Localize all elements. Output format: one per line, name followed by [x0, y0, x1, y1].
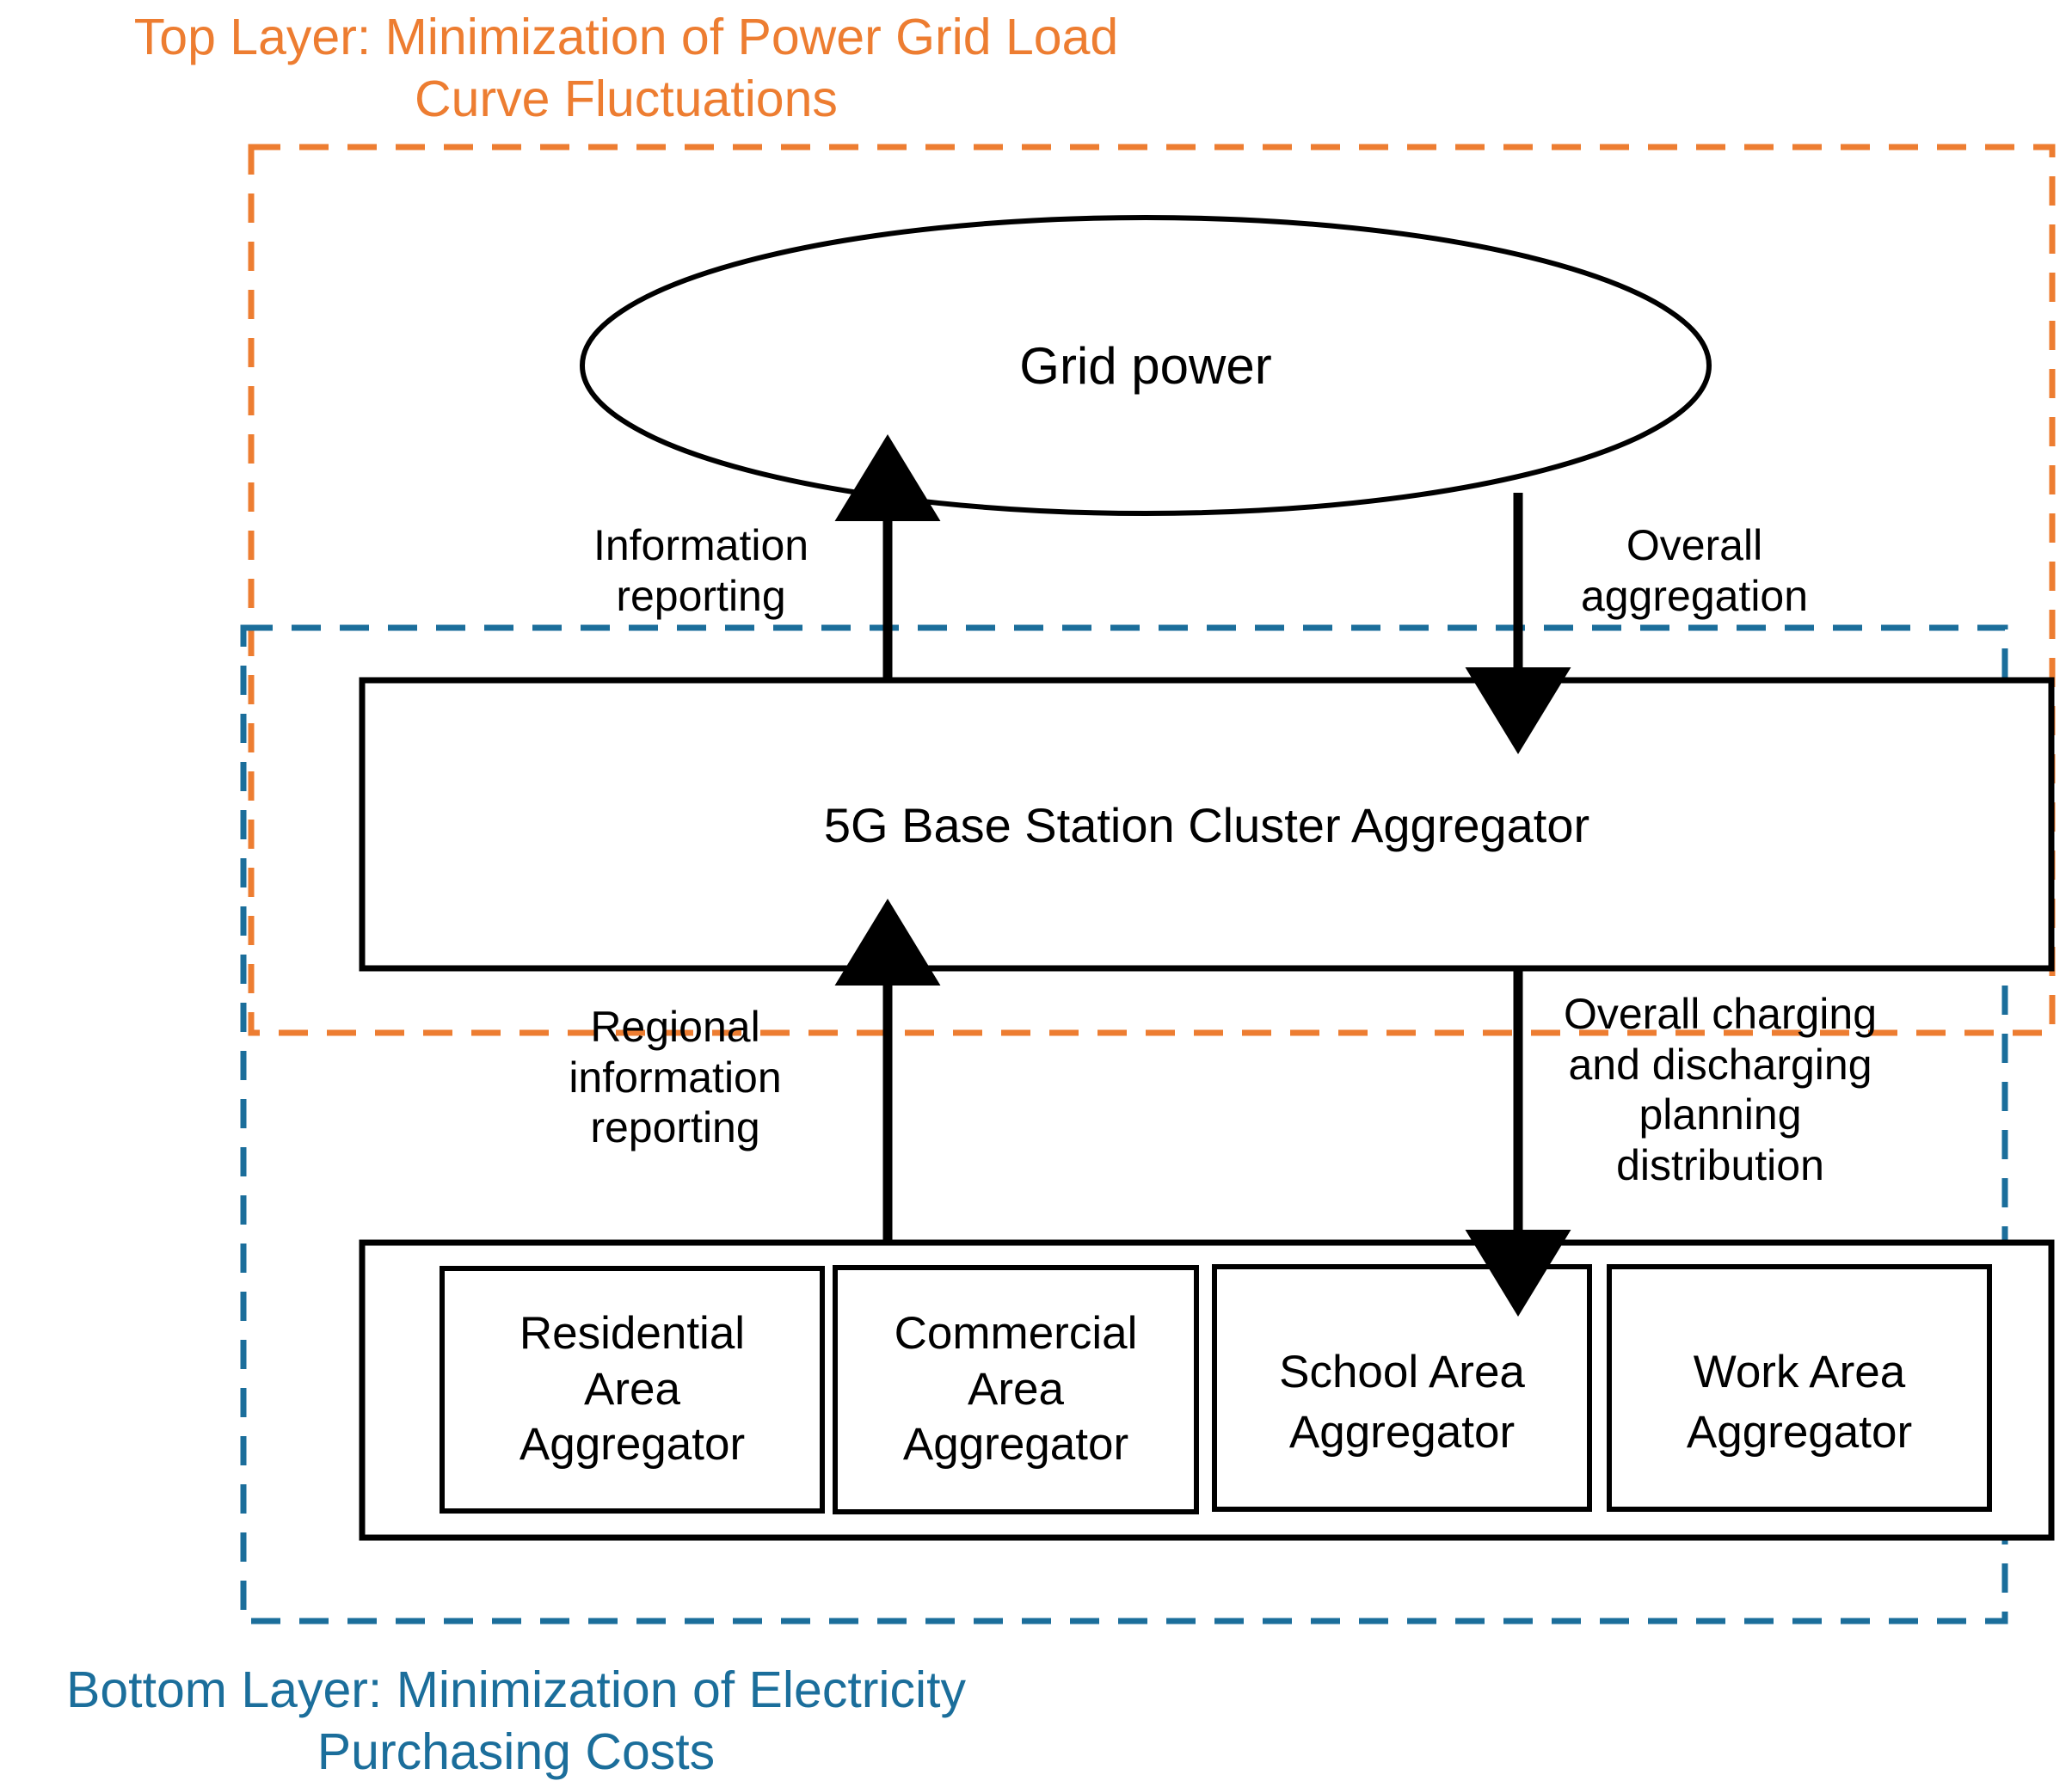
cluster-aggregator-label: 5G Base Station Cluster Aggregator [823, 797, 1590, 852]
area-aggregator-box-commercial [833, 1265, 1199, 1514]
area-aggregator-box-residential [440, 1266, 825, 1514]
area-aggregator-label-school: School Area Aggregator [1279, 1347, 1525, 1458]
area-aggregator-box-work [1607, 1264, 1992, 1512]
area-aggregator-label-commercial: Commercial Area Aggregator [894, 1308, 1138, 1471]
edge-label-regional-information-reporting: Regional information reporting [569, 1003, 782, 1151]
top-layer-title: Top Layer: Minimization of Power Grid Lo… [133, 9, 1119, 127]
bottom-layer-title: Bottom Layer: Minimization of Electricit… [66, 1661, 966, 1780]
bottom-layer-dashed-region [240, 624, 2008, 1624]
grid-power-label: Grid power [1019, 336, 1272, 395]
edge-label-overall-aggregation: Overall aggregation [1580, 521, 1809, 620]
cluster-aggregator-box [359, 677, 2055, 972]
top-layer-dashed-region [248, 144, 2056, 1036]
area-aggregator-label-residential: Residential Area Aggregator [519, 1308, 746, 1471]
edge-label-overall-charging-distribution: Overall charging and discharging plannin… [1563, 990, 1878, 1189]
edge-label-information-reporting: Information reporting [593, 521, 809, 620]
area-aggregator-label-work: Work Area Aggregator [1686, 1347, 1913, 1458]
